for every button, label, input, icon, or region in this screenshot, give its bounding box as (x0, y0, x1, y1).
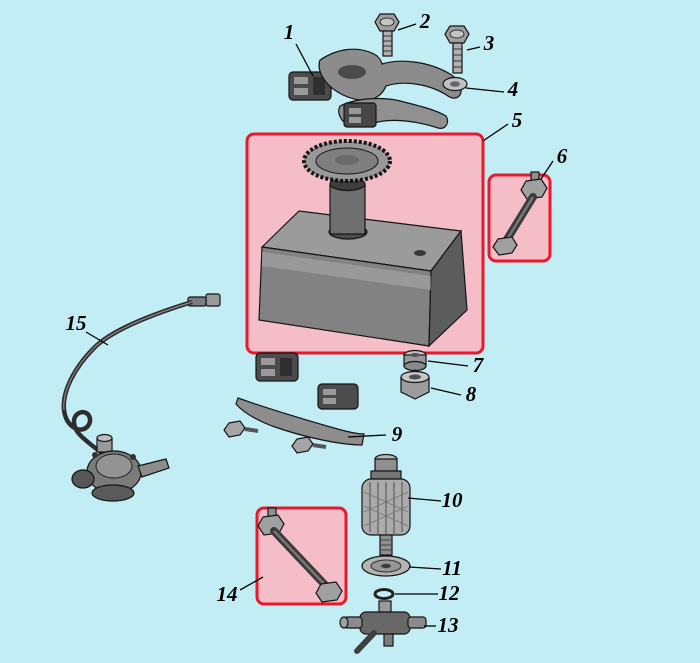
part-shutoff-valve-13 (339, 600, 427, 654)
part-washer-4 (442, 76, 468, 92)
part-lower-bracket-strap (338, 97, 449, 129)
callout-label-15: 15 (66, 311, 87, 335)
callout-label-1: 1 (284, 20, 295, 44)
part-fuel-tank-5 (258, 139, 468, 348)
part-o-ring-12 (373, 588, 395, 600)
part-upper-bracket-strap (318, 48, 462, 101)
part-fuel-line-and-pump-15 (61, 293, 221, 502)
part-hex-bolt-3 (444, 25, 470, 74)
callout-label-2: 2 (419, 9, 431, 33)
callout-label-9: 9 (392, 422, 403, 446)
part-fuel-filter-10 (361, 453, 411, 556)
part-fuel-hose-6 (492, 171, 548, 256)
callout-label-5: 5 (512, 108, 523, 132)
callout-label-6: 6 (557, 144, 568, 168)
part-fuel-hose-14 (257, 507, 343, 603)
callout-label-3: 3 (483, 31, 495, 55)
callout-label-14: 14 (217, 582, 238, 606)
callout-label-12: 12 (439, 581, 461, 605)
callout-labels: 1 2 3 4 5 6 7 8 9 10 11 12 13 14 15 (66, 9, 568, 637)
callout-label-7: 7 (473, 353, 485, 377)
callout-label-10: 10 (442, 488, 464, 512)
callout-label-4: 4 (507, 77, 519, 101)
callout-label-13: 13 (438, 613, 459, 637)
leader-lines (85, 23, 554, 627)
part-mounting-strap-9 (223, 352, 365, 454)
callout-label-8: 8 (466, 382, 477, 406)
part-outlet-nut-8 (400, 369, 430, 400)
part-grommet-7 (403, 349, 427, 372)
part-bowl-washer-11 (361, 555, 411, 577)
callout-label-11: 11 (442, 556, 462, 580)
part-hex-bolt-2 (374, 13, 400, 57)
